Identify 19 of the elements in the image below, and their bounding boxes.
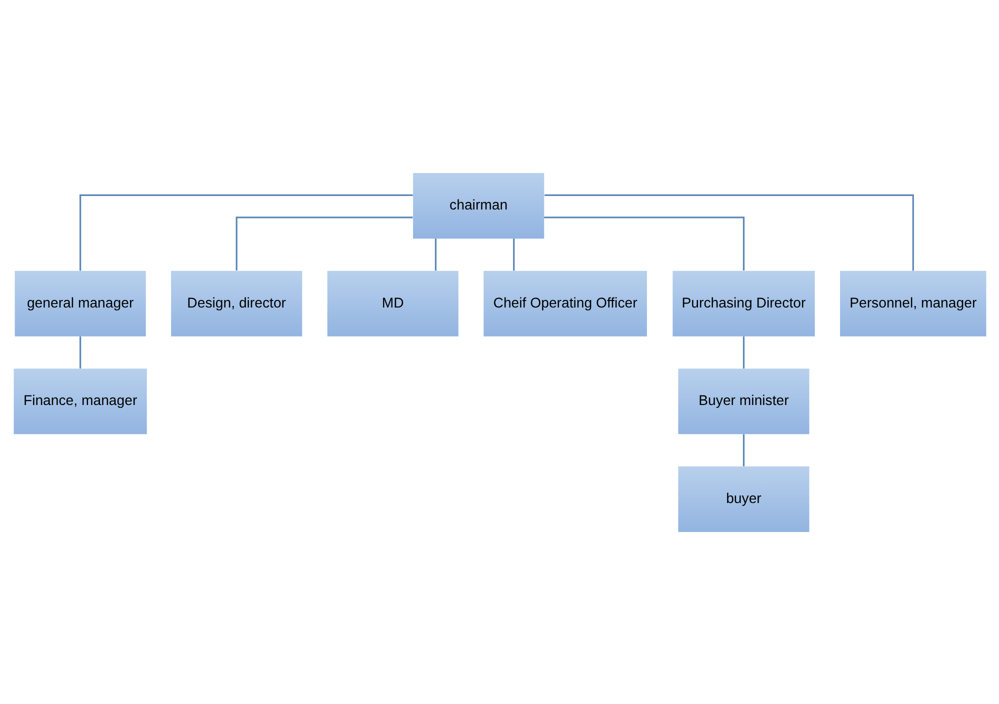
connector xyxy=(742,434,744,466)
node-box: Personnel, manager xyxy=(840,270,986,336)
node-box: buyer xyxy=(678,466,809,532)
node-box: Purchasing Director xyxy=(672,270,814,336)
connector xyxy=(544,216,744,270)
node-box: Buyer minister xyxy=(678,368,809,434)
node-box: Design, director xyxy=(170,270,302,336)
node-box: Finance, manager xyxy=(13,368,146,434)
node-box: chairman xyxy=(412,172,544,238)
node-box: Cheif Operating Officer xyxy=(483,270,646,336)
connector xyxy=(544,194,914,270)
connector xyxy=(235,216,412,270)
node-box: MD xyxy=(326,270,458,336)
connector xyxy=(434,238,436,270)
connector xyxy=(742,336,744,368)
node-box: general manager xyxy=(14,270,146,336)
connector xyxy=(79,194,412,270)
connector xyxy=(79,336,81,368)
connector xyxy=(512,238,514,270)
